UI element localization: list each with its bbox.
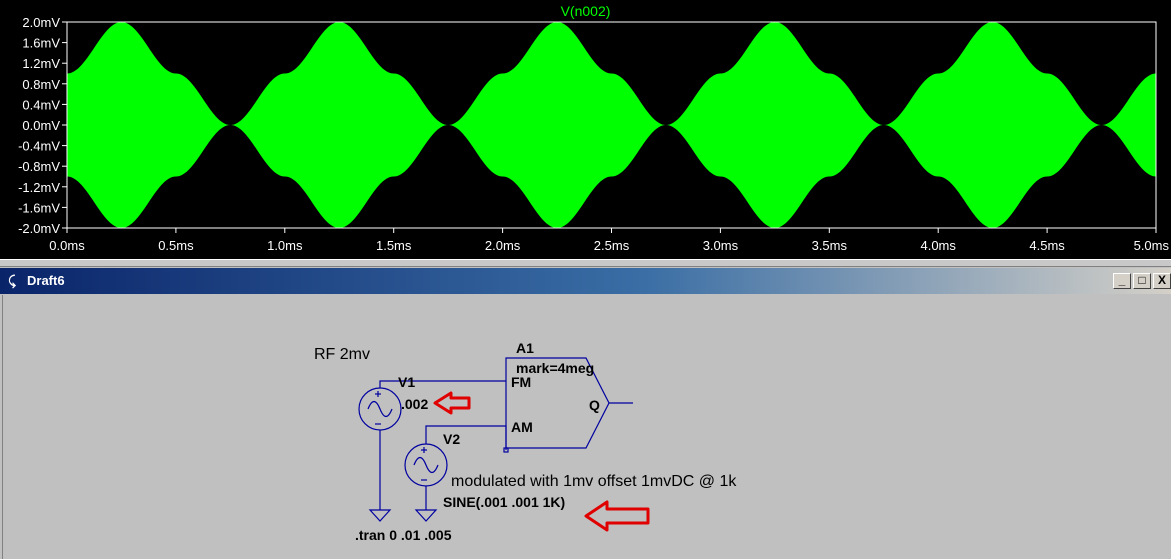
pin-label-q: Q [589, 397, 600, 413]
v1-name[interactable]: V1 [398, 374, 416, 390]
ltspice-app-icon[interactable]: ⤹ [8, 273, 16, 288]
window-title: Draft6 [27, 273, 65, 288]
y-tick-label: 0.4mV [22, 97, 60, 112]
v2-sine-glyph [413, 456, 439, 474]
trace-v-n002[interactable] [67, 22, 1156, 228]
x-axis-ticks: 0.0ms 0.5ms 1.0ms 1.5ms 2.0ms 2.5ms 3.0ms 3.5ms… [49, 228, 1169, 253]
y-tick-label: 0.8mV [22, 77, 60, 92]
x-tick-label: 1.5ms [376, 238, 412, 253]
y-axis-ticks: 2.0mV 1.6mV 1.2mV 0.8mV 0.4mV 0.0mV -0.4mV -0.8… [18, 15, 67, 236]
x-tick-label: 3.5ms [812, 238, 848, 253]
wire-v2-am [425, 425, 507, 450]
y-tick-label: -1.2mV [18, 180, 60, 195]
modulator-block-a1 [505, 357, 610, 449]
rf-note[interactable]: RF 2mv [314, 346, 370, 363]
x-tick-label: 3.0ms [703, 238, 739, 253]
schematic-canvas[interactable]: RF 2mv V1 .002 V2 A1 mark=4meg FM AM Q m… [2, 295, 1171, 559]
window-titlebar[interactable]: ⤹ Draft6 _ □ X [0, 268, 1171, 294]
ground-symbol-v1 [368, 509, 392, 522]
y-tick-label: -1.6mV [18, 200, 60, 215]
pin-label-fm: FM [511, 374, 532, 390]
x-tick-label: 1.0ms [267, 238, 303, 253]
x-tick-label: 5.0ms [1134, 238, 1170, 253]
v2-value[interactable]: SINE(.001 .001 1K) [443, 494, 566, 510]
ground-symbol-v2 [414, 509, 438, 522]
a1-name[interactable]: A1 [516, 340, 534, 356]
y-tick-label: 2.0mV [22, 15, 60, 30]
pin-label-am: AM [511, 419, 533, 435]
y-tick-label: -0.8mV [18, 159, 60, 174]
y-tick-label: 1.2mV [22, 56, 60, 71]
y-tick-label: -0.4mV [18, 139, 60, 154]
waveform-plot-pane[interactable]: 2.0mV 1.6mV 1.2mV 0.8mV 0.4mV 0.0mV -0.4mV -0.8… [0, 0, 1171, 259]
trace-title[interactable]: V(n002) [560, 3, 611, 19]
modulation-note[interactable]: modulated with 1mv offset 1mvDC @ 1k [451, 473, 737, 490]
maximize-button[interactable]: □ [1133, 273, 1151, 289]
x-tick-label: 2.0ms [485, 238, 521, 253]
v2-name[interactable]: V2 [443, 431, 461, 447]
red-arrow-v1 [433, 391, 471, 415]
red-arrow-v2 [584, 500, 650, 532]
waveform-plot[interactable]: 2.0mV 1.6mV 1.2mV 0.8mV 0.4mV 0.0mV -0.4mV -0.8… [0, 0, 1171, 259]
minimize-button[interactable]: _ [1113, 273, 1131, 289]
x-tick-label: 2.5ms [594, 238, 630, 253]
tran-directive[interactable]: .tran 0 .01 .005 [355, 527, 452, 543]
pane-splitter[interactable] [0, 259, 1171, 267]
v1-value[interactable]: .002 [401, 396, 429, 412]
schematic-window: ⤹ Draft6 _ □ X [0, 268, 1171, 559]
schematic-drawing[interactable] [3, 295, 1171, 559]
a1-parameter[interactable]: mark=4meg [516, 360, 595, 376]
trace-layer [67, 22, 1156, 228]
y-tick-label: 0.0mV [22, 118, 60, 133]
wire-v1-fm [379, 380, 506, 388]
y-tick-label: 1.6mV [22, 36, 60, 51]
close-button[interactable]: X [1153, 273, 1171, 289]
x-tick-label: 0.0ms [49, 238, 85, 253]
y-tick-label: -2.0mV [18, 221, 60, 236]
x-tick-label: 4.5ms [1029, 238, 1065, 253]
x-tick-label: 4.0ms [920, 238, 956, 253]
x-tick-label: 0.5ms [158, 238, 194, 253]
v1-sine-glyph [367, 400, 393, 418]
